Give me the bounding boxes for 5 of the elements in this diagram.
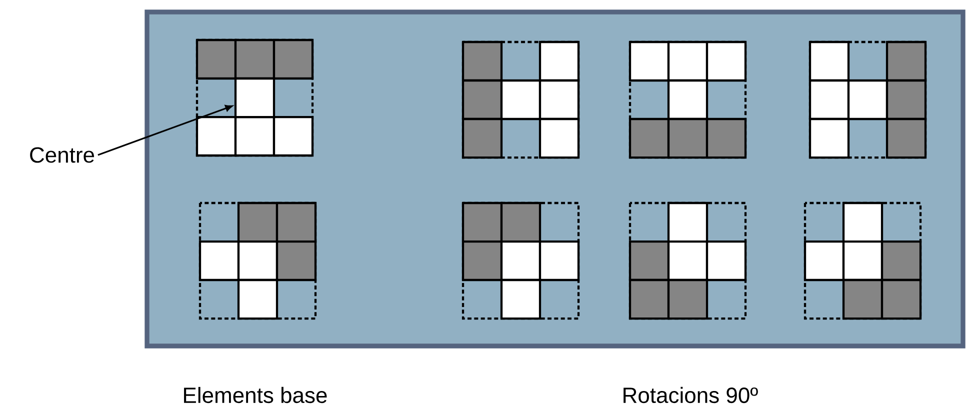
caption-label: Elements base bbox=[184, 386, 327, 404]
callout-label: Centre bbox=[30, 147, 94, 163]
caption-label: Rotacions 90º bbox=[624, 386, 758, 404]
centre-cell bbox=[234, 77, 276, 118]
arrow bbox=[98, 104, 232, 156]
